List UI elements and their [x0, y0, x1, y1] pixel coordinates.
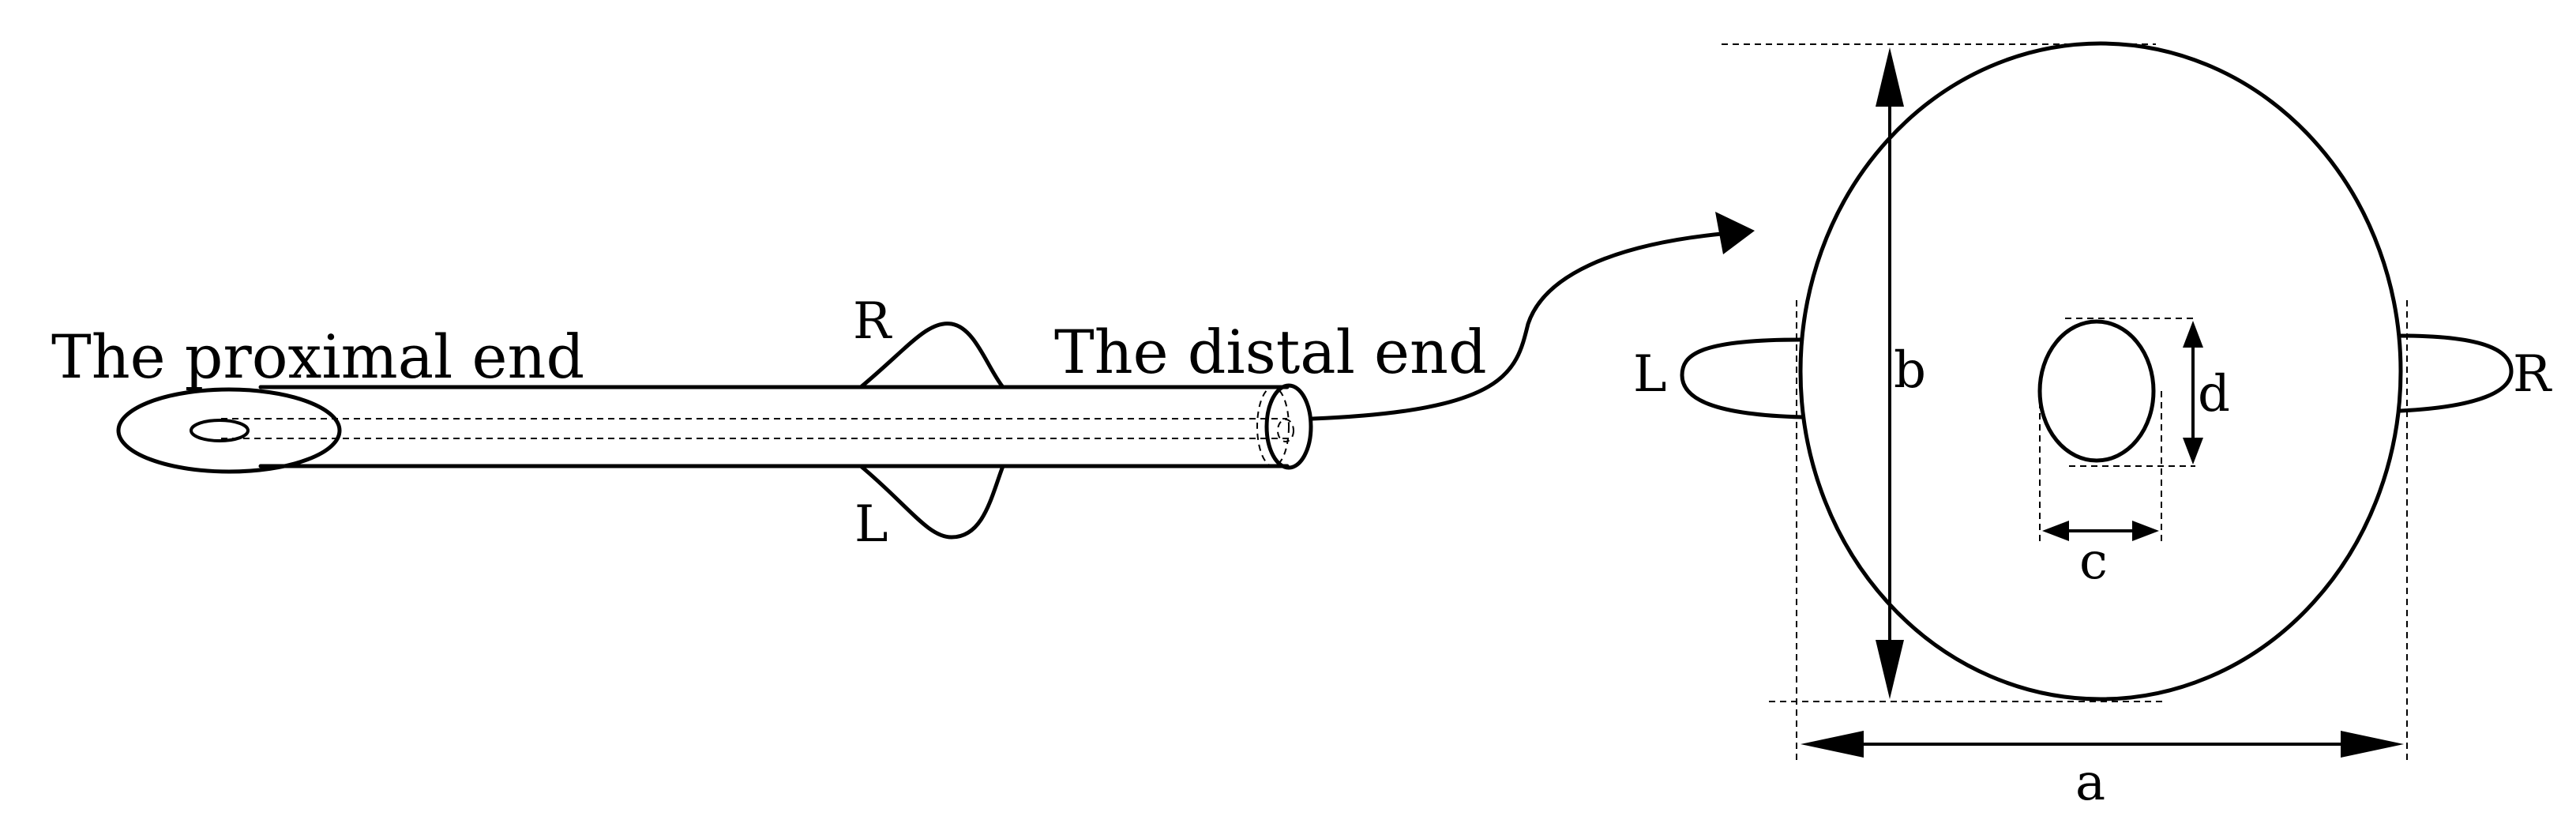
distal-lumen-opening [1277, 419, 1294, 442]
dimension-c-arrow-left [2042, 521, 2069, 541]
lower-wing-label: L [854, 495, 888, 554]
dimension-a-arrow-left [1801, 731, 1864, 758]
dimension-d-label: d [2198, 365, 2230, 423]
dimension-b-arrow-bottom [1876, 640, 1904, 699]
dimension-b-arrow-top [1876, 47, 1904, 107]
dimension-c-label: c [2079, 532, 2108, 591]
section-pointer-arrow [1310, 212, 1755, 421]
cross-section-left-label: L [1633, 345, 1667, 404]
proximal-lumen-opening [190, 419, 250, 442]
left-wing-loop [1680, 337, 1804, 419]
dimension-a-arrow-right [2341, 731, 2404, 758]
upper-wing [858, 322, 1005, 389]
curved-arrow-shaft [1310, 231, 1724, 421]
dimension-c-arrow-right [2132, 521, 2159, 541]
distal-end-hidden-edge [1256, 386, 1290, 467]
right-wing-loop [2397, 333, 2514, 413]
dimension-b-label: b [1894, 341, 1926, 400]
dimension-d-arrow-top [2183, 321, 2203, 348]
outer-section-circle [1798, 41, 2403, 702]
distal-end-cap [1264, 383, 1313, 470]
dimension-d-arrow-bottom [2183, 438, 2203, 465]
inner-lumen-oval [2037, 319, 2156, 463]
upper-wing-label: R [853, 292, 892, 351]
cross-section-right-label: R [2513, 345, 2552, 404]
proximal-end-label: The proximal end [51, 322, 584, 392]
dimension-a-label: a [2075, 754, 2105, 812]
tube-side-view [116, 322, 1313, 540]
lower-wing [858, 464, 1005, 540]
curved-arrow-head [1715, 212, 1755, 254]
proximal-end-oval [116, 387, 342, 474]
distal-end-label: The distal end [1054, 317, 1487, 387]
cross-section-view [1680, 41, 2514, 762]
